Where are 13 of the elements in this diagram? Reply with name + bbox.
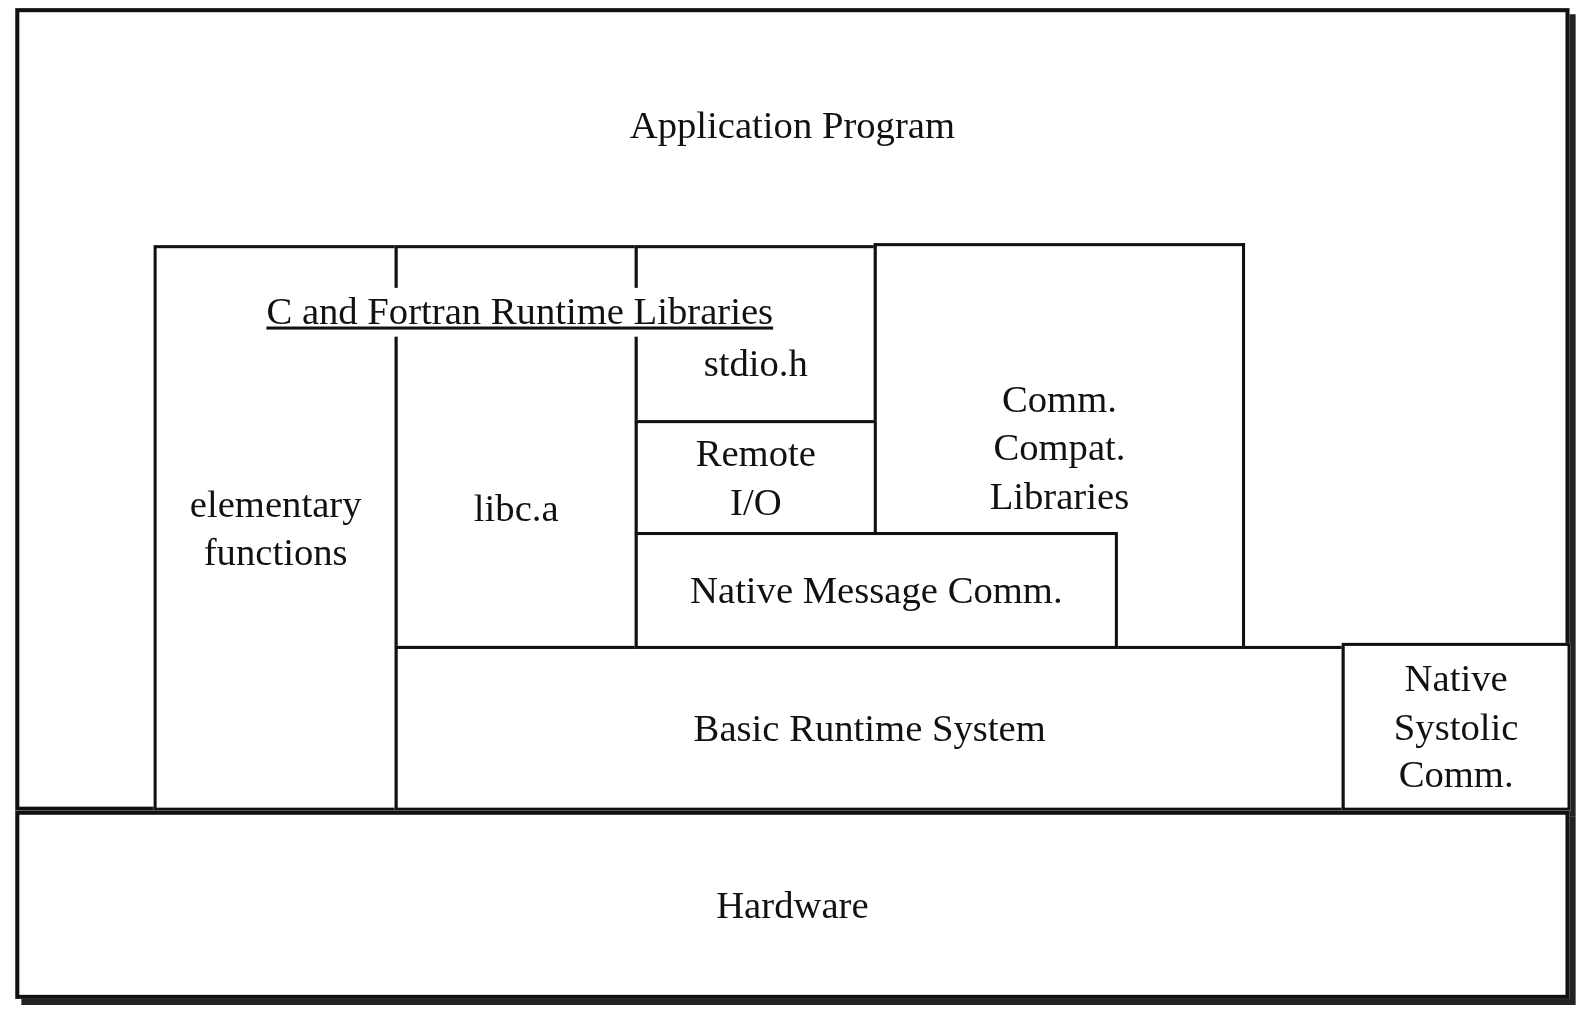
layer-box — [873, 243, 1246, 536]
layer-label: Basic Runtime System — [693, 705, 1046, 751]
layer-box — [1341, 642, 1571, 811]
layer-label: Application Program — [629, 102, 956, 149]
layer-label: stdio.h — [703, 340, 808, 387]
layer-label: Comm. Compat. Libraries — [988, 376, 1131, 519]
layer-label: Native Message Comm. — [690, 567, 1063, 614]
layer-label: libc.a — [473, 484, 559, 531]
layer-box — [634, 532, 1118, 649]
layer-label: Remote I/O — [694, 430, 817, 525]
layer-label: Native Systolic Comm. — [1392, 655, 1520, 798]
layer-label: elementary functions — [188, 480, 363, 575]
layer-label: Hardware — [716, 881, 869, 928]
